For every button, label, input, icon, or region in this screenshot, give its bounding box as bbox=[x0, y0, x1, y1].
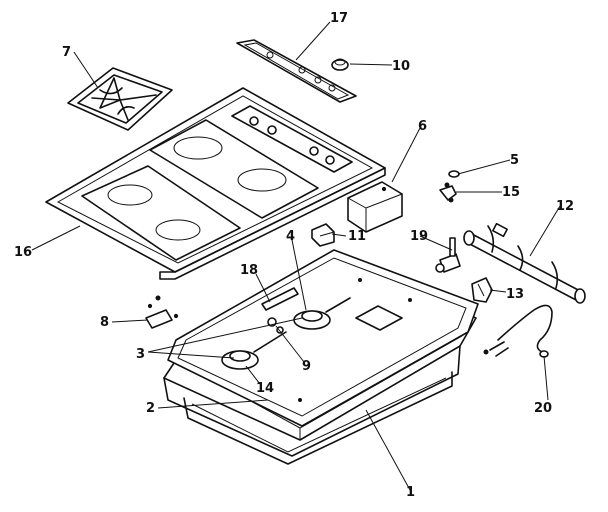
callout-15: 15 bbox=[502, 185, 520, 200]
part-burner-tray bbox=[167, 249, 479, 427]
callout-labels: 7 17 10 6 5 15 12 16 11 19 4 18 13 8 3 9… bbox=[14, 11, 574, 500]
callout-18: 18 bbox=[240, 263, 258, 278]
callout-8: 8 bbox=[100, 315, 109, 330]
part-igniter bbox=[261, 287, 299, 334]
part-switch bbox=[471, 277, 493, 303]
callout-20: 20 bbox=[534, 401, 552, 416]
part-wire-harness bbox=[483, 304, 553, 358]
callout-4: 4 bbox=[286, 229, 295, 244]
callout-6: 6 bbox=[418, 119, 427, 134]
part-valve bbox=[435, 237, 461, 273]
callout-7: 7 bbox=[62, 45, 71, 60]
part-small-bracket bbox=[311, 223, 335, 247]
callout-19: 19 bbox=[410, 229, 428, 244]
part-bottom-pan bbox=[183, 371, 453, 465]
part-spark-wire bbox=[448, 170, 460, 178]
callout-5: 5 bbox=[510, 153, 519, 168]
part-grate bbox=[67, 67, 173, 131]
callout-9: 9 bbox=[302, 359, 311, 374]
part-burner-right bbox=[293, 297, 351, 330]
part-control-strip bbox=[236, 39, 357, 103]
part-manifold bbox=[463, 222, 586, 304]
callout-3: 3 bbox=[136, 347, 145, 362]
callout-2: 2 bbox=[146, 401, 155, 416]
callout-14: 14 bbox=[256, 381, 274, 396]
callout-12: 12 bbox=[556, 199, 574, 214]
callout-10: 10 bbox=[392, 59, 410, 74]
part-knob bbox=[331, 58, 349, 71]
callout-17: 17 bbox=[330, 11, 348, 26]
part-burner-left bbox=[221, 331, 287, 370]
leader-lines bbox=[31, 21, 561, 491]
callout-11: 11 bbox=[348, 229, 366, 244]
part-cooktop-top bbox=[45, 87, 386, 280]
callout-13: 13 bbox=[506, 287, 524, 302]
part-clip bbox=[439, 182, 457, 203]
callout-16: 16 bbox=[14, 245, 32, 260]
callout-1: 1 bbox=[406, 485, 415, 500]
part-bracket-box bbox=[347, 181, 403, 233]
part-latch-bracket bbox=[145, 295, 179, 329]
